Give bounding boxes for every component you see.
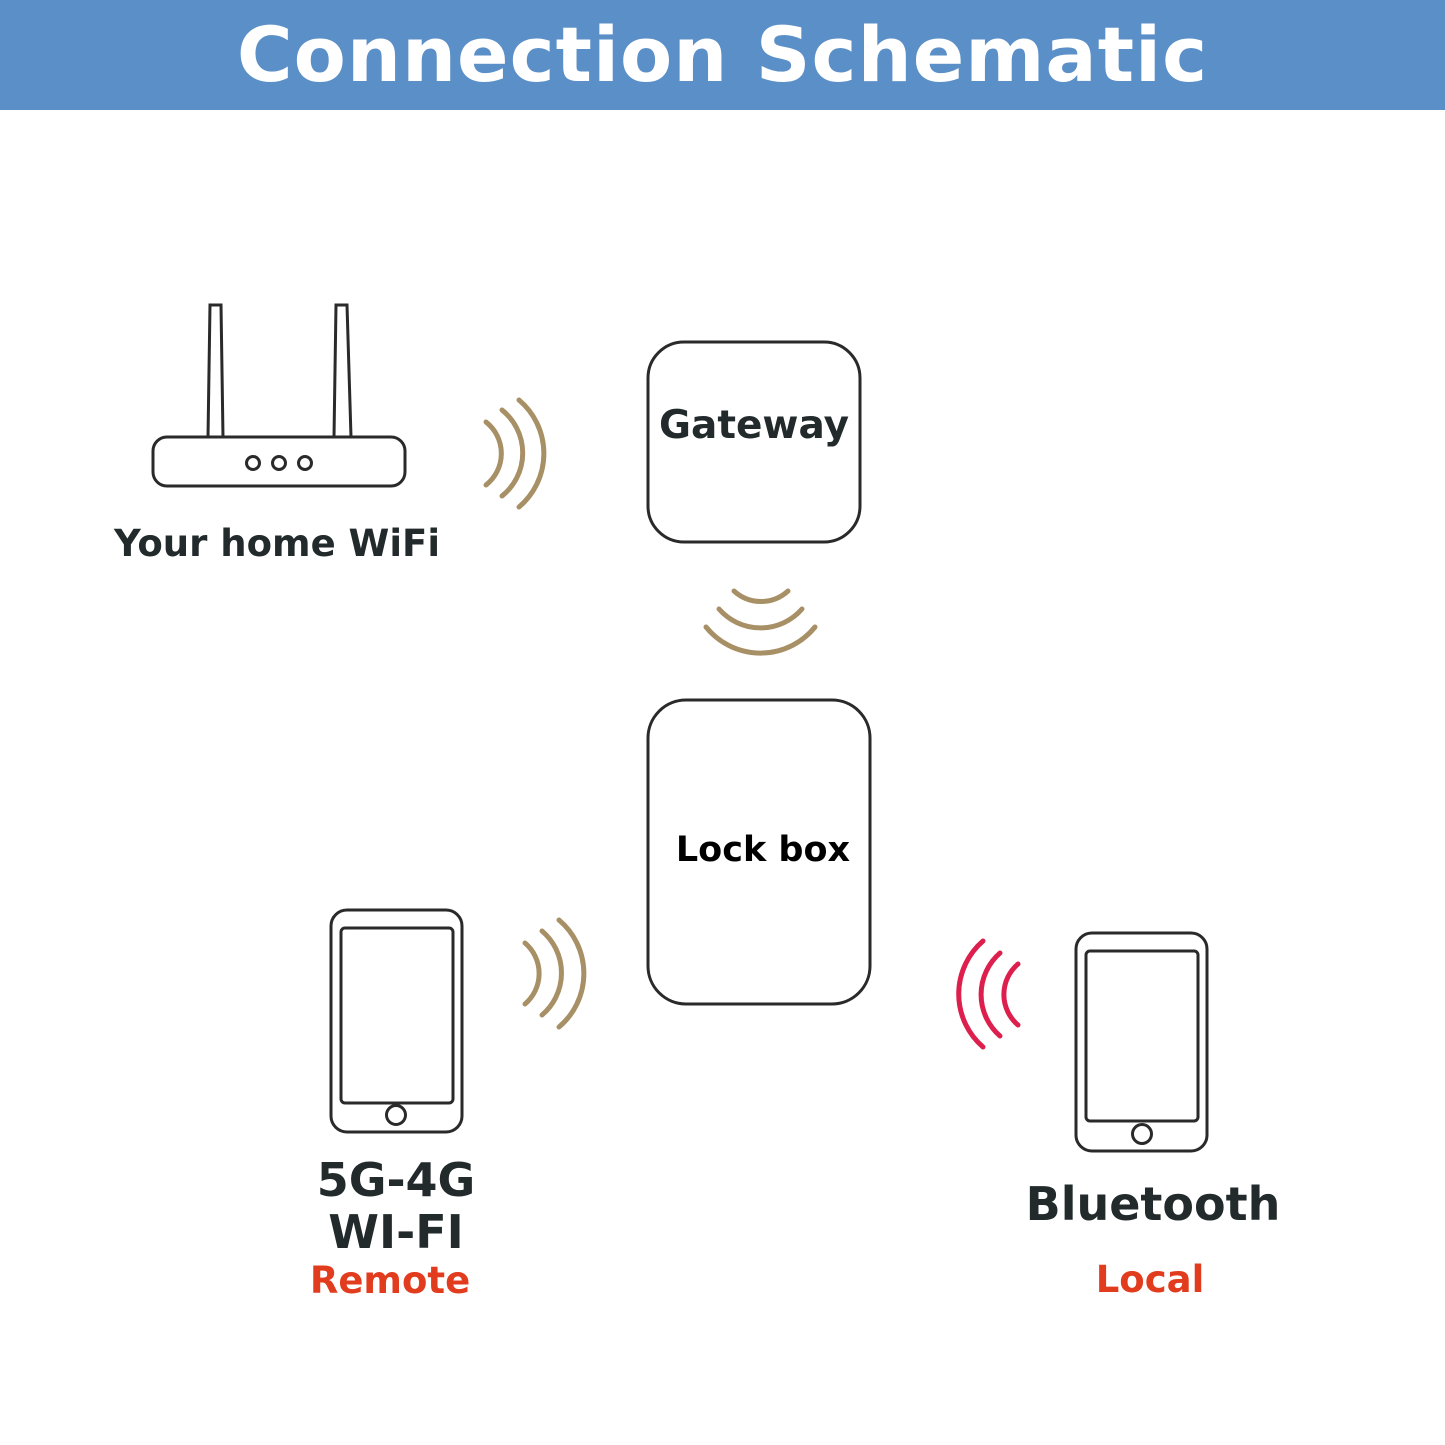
title-banner	[0, 0, 1445, 110]
lockbox-box	[646, 698, 872, 1006]
schematic-diagram	[151, 303, 1209, 1153]
bluetooth-wave-icon	[956, 938, 1021, 1050]
router-label: Your home WiFi	[113, 522, 441, 565]
local-mode-label: Local	[1095, 1258, 1205, 1301]
smartphone-icon	[329, 908, 464, 1134]
gateway-box	[646, 340, 862, 544]
smartphone-icon	[1074, 931, 1209, 1153]
remote-phone-label-line1: 5G-4G	[316, 1153, 476, 1207]
local-phone-label: Bluetooth	[1025, 1177, 1281, 1231]
signal-wave-icon	[703, 588, 818, 656]
page-title: Connection Schematic	[236, 10, 1209, 99]
wifi-wave-icon	[483, 397, 547, 510]
router-icon	[151, 303, 407, 488]
wifi-wave-icon	[522, 917, 587, 1030]
gateway-label: Gateway	[659, 403, 849, 448]
remote-phone-label-line2: WI-FI	[328, 1205, 464, 1259]
remote-mode-label: Remote	[309, 1259, 471, 1302]
lockbox-label: Lock box	[675, 830, 851, 870]
